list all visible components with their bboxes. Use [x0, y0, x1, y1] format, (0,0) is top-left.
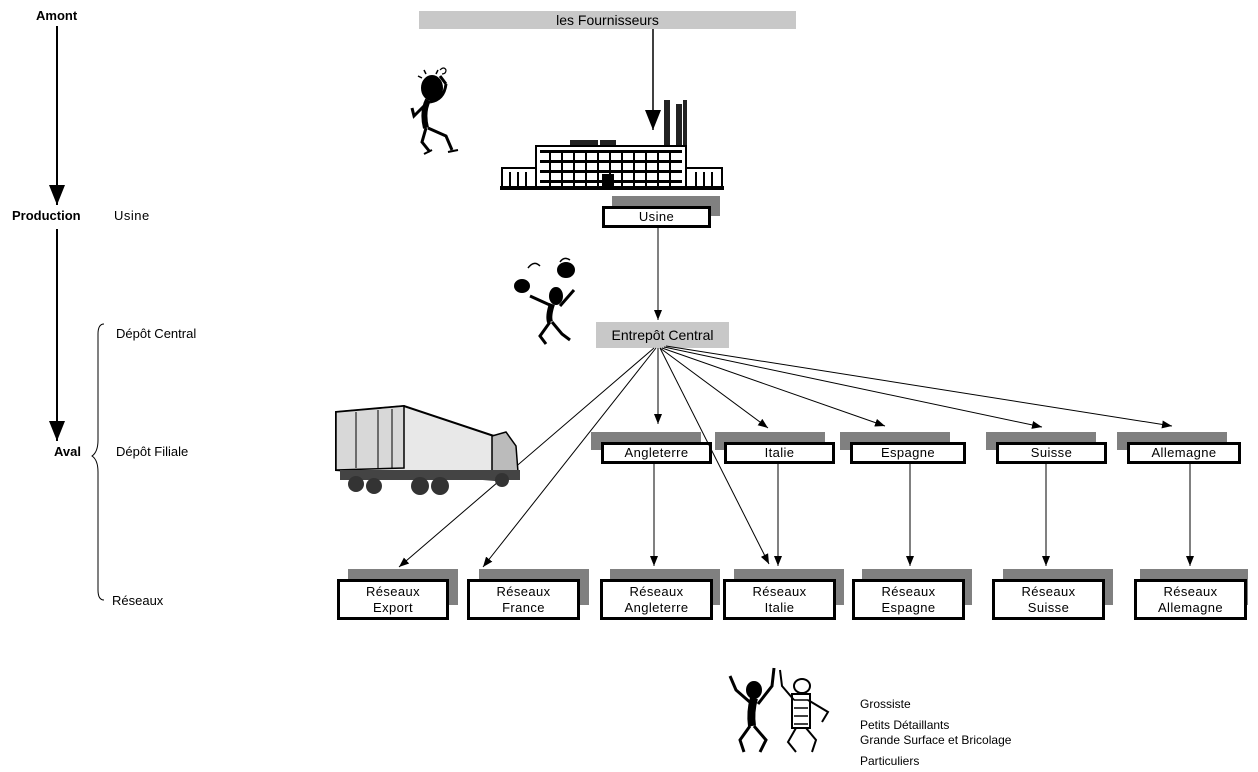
suppliers-bar: les Fournisseurs — [419, 11, 796, 29]
reseau-line1: Réseaux — [1163, 583, 1218, 599]
reseau-line1: Réseaux — [1021, 583, 1076, 599]
reseau-line2: Italie — [764, 599, 795, 615]
reseau-line1: Réseaux — [365, 583, 421, 599]
arrow-entrepot-italie — [659, 347, 769, 429]
reseau-box-suisse: Réseaux Suisse — [992, 579, 1105, 620]
reseau-box-france: Réseaux France — [467, 579, 580, 620]
thinking-person-icon — [410, 67, 459, 155]
label-depot-filiale: Dépôt Filiale — [116, 444, 189, 459]
reseau-line1: Réseaux — [881, 583, 936, 599]
filiale-box-espagne: Espagne — [850, 442, 966, 464]
label-usine: Usine — [114, 208, 150, 223]
arrow-entrepot-france — [482, 347, 657, 568]
filiale-box-angleterre: Angleterre — [601, 442, 712, 464]
label-production: Production — [12, 208, 81, 223]
label-amont: Amont — [36, 8, 78, 23]
arrow-entrepot-allemagne — [665, 345, 1173, 429]
reseau-box-espagne: Réseaux Espagne — [852, 579, 965, 620]
customer-grande-surface: Grande Surface et Bricolage — [860, 733, 1012, 747]
label-depot-central: Dépôt Central — [116, 326, 197, 341]
factory-icon — [500, 100, 724, 190]
customer-petits-detaillants: Petits Détaillants — [860, 718, 950, 732]
customer-particuliers: Particuliers — [860, 754, 920, 768]
dancing-people-icon — [728, 667, 830, 753]
arrow-entrepot-espagne — [661, 347, 886, 427]
label-aval: Aval — [54, 444, 81, 459]
arrow-entrepot-export — [398, 347, 655, 568]
customer-grossiste: Grossiste — [860, 697, 911, 711]
reseau-box-export: Réseaux Export — [337, 579, 449, 620]
reseau-line2: Allemagne — [1157, 599, 1224, 615]
reseau-line2: Espagne — [881, 599, 936, 615]
filiale-box-allemagne: Allemagne — [1127, 442, 1241, 464]
reseau-line2: Suisse — [1027, 599, 1070, 615]
reseau-line1: Réseaux — [629, 583, 684, 599]
reseau-box-allemagne: Réseaux Allemagne — [1134, 579, 1247, 620]
reseau-line1: Réseaux — [752, 583, 807, 599]
reseau-line1: Réseaux — [496, 583, 551, 599]
filiale-box-italie: Italie — [724, 442, 835, 464]
usine-box: Usine — [602, 206, 711, 228]
entrepot-central-box: Entrepôt Central — [596, 322, 729, 348]
label-reseaux: Réseaux — [112, 593, 164, 608]
reseau-line2: Angleterre — [624, 599, 689, 615]
juggling-person-icon — [514, 257, 576, 345]
brace-icon — [91, 323, 105, 601]
truck-icon — [335, 404, 520, 495]
reseau-line2: Export — [373, 599, 413, 615]
reseau-line2: France — [502, 599, 545, 615]
arrow-entrepot-reseaux-italie — [659, 347, 770, 565]
arrow-entrepot-suisse — [663, 346, 1043, 429]
reseau-box-italie: Réseaux Italie — [723, 579, 836, 620]
reseau-box-angleterre: Réseaux Angleterre — [600, 579, 713, 620]
filiale-box-suisse: Suisse — [996, 442, 1107, 464]
